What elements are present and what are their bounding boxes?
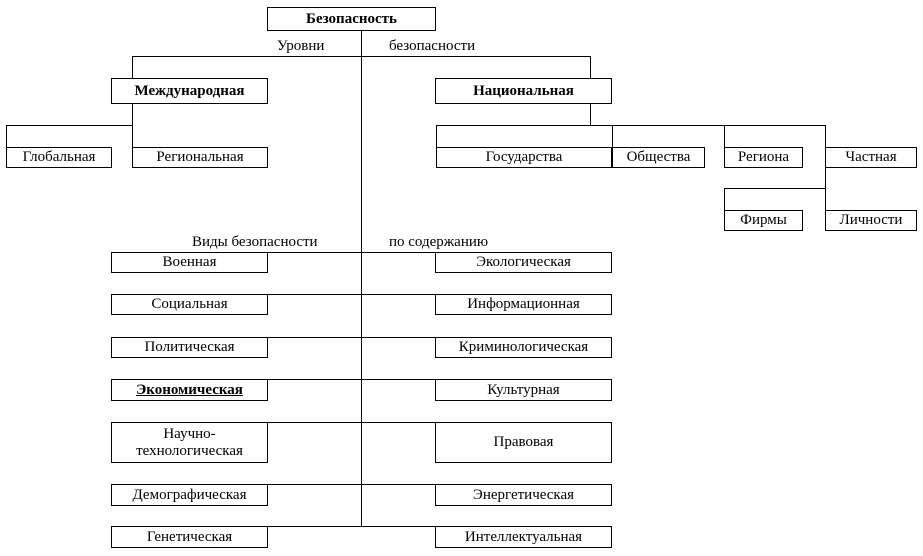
type-political-box: Политическая (111, 337, 268, 358)
types-label-right: по содержанию (389, 234, 489, 251)
type-cultural-box: Культурная (435, 379, 612, 401)
global-box: Глобальная (6, 147, 112, 168)
region-box: Региона (724, 147, 803, 168)
type-military-box: Военная (111, 252, 268, 273)
type-social-box: Социальная (111, 294, 268, 315)
private-box: Частная (825, 147, 917, 168)
type-genetic-box: Генетическая (111, 526, 268, 548)
type-criminological-box: Криминологическая (435, 337, 612, 358)
types-label-left: Виды безопасности (192, 234, 318, 251)
root-box: Безопасность (267, 7, 436, 31)
levels-label-right: безопасности (389, 38, 476, 55)
type-legal-box: Правовая (435, 422, 612, 463)
international-box: Международная (111, 78, 268, 104)
regional-box: Региональная (132, 147, 268, 168)
type-intellectual-box: Интеллектуальная (435, 526, 612, 548)
state-box: Государства (436, 147, 612, 168)
type-economic-box: Экономическая (111, 379, 268, 401)
personal-box: Личности (825, 210, 917, 231)
type-energy-box: Энергетическая (435, 484, 612, 506)
firm-box: Фирмы (724, 210, 803, 231)
type-demographic-box: Демографическая (111, 484, 268, 506)
society-box: Общества (612, 147, 705, 168)
national-box: Национальная (435, 78, 612, 104)
type-informational-box: Информационная (435, 294, 612, 315)
type-ecological-box: Экологическая (435, 252, 612, 273)
type-scitech-box: Научно-технологическая (111, 422, 268, 463)
levels-label-left: Уровни (277, 38, 325, 55)
